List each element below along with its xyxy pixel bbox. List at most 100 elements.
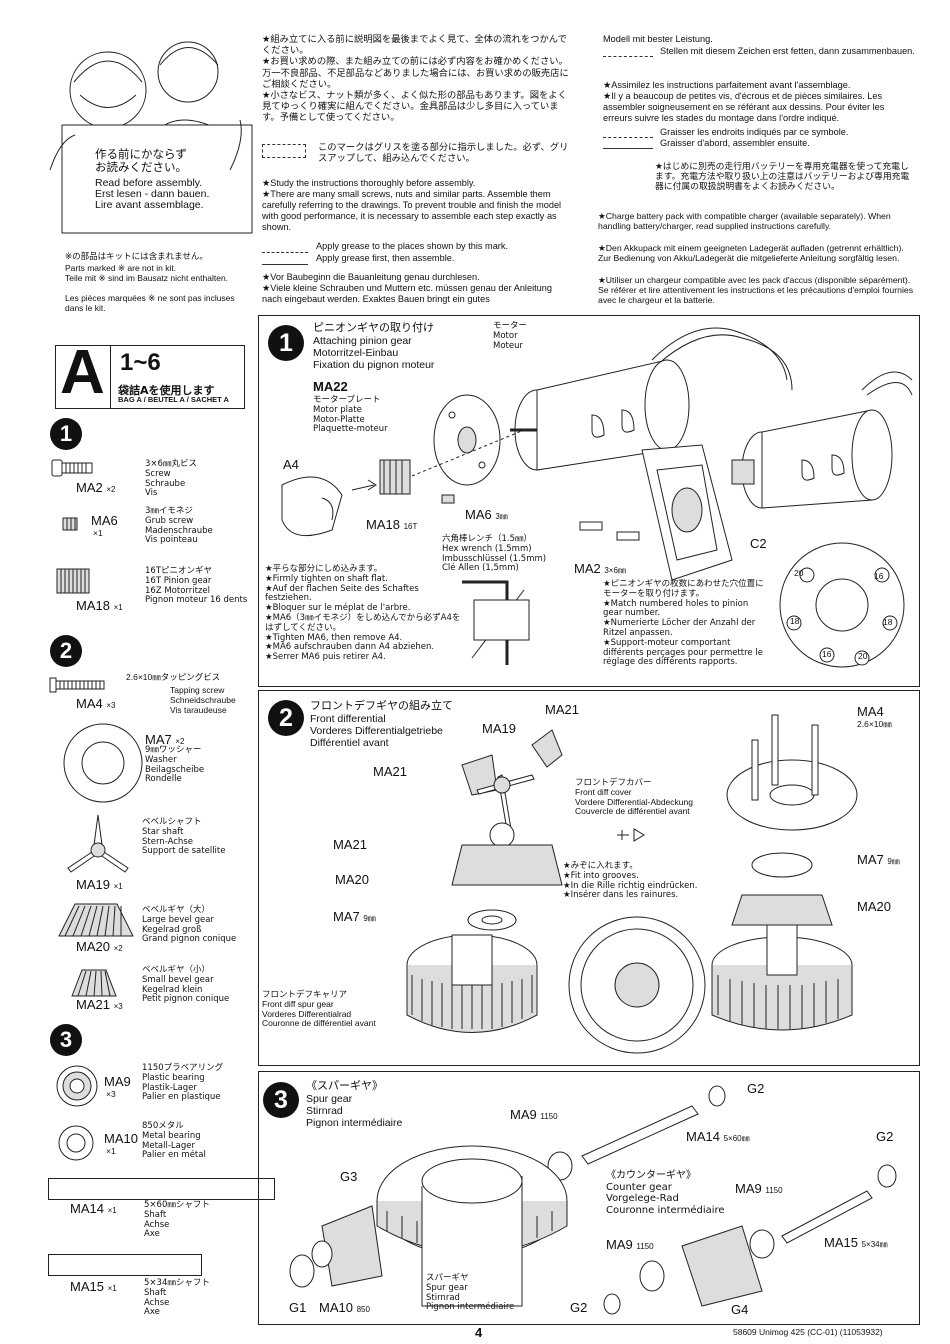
ma10-desc: 850メタル Metal bearing Metall-Lager Palier… xyxy=(142,1121,206,1161)
c2-label: C2 xyxy=(750,536,767,551)
step-3-title-jp: 《スパーギヤ》 xyxy=(306,1079,383,1092)
counter-gear-label: 《カウンターギヤ》 Counter gear Vorgelege-Rad Cou… xyxy=(606,1170,725,1216)
plastic-bearing-icon xyxy=(56,1065,98,1107)
g1-label: G1 xyxy=(289,1300,307,1315)
ma2-code: MA2 ×2 xyxy=(76,480,116,495)
ma19-code: MA19 ×1 xyxy=(76,877,123,892)
ma22-label: MA22 xyxy=(313,379,348,394)
step-2-title-en: Front differential xyxy=(310,713,386,725)
hole-label-5: 16 xyxy=(822,649,832,659)
g3-label: G3 xyxy=(340,1169,358,1184)
ma6-code: MA6 xyxy=(91,513,118,528)
tapping-screw-icon xyxy=(49,677,105,693)
small-bevel-gear-icon xyxy=(71,969,117,997)
step-3-panel xyxy=(258,1071,920,1325)
not-in-kit-en: Parts marked ※ are not in kit. xyxy=(65,263,177,273)
grease-note-en-1: Apply grease to the places shown by this… xyxy=(316,241,509,251)
step-2-title-de: Vorderes Differentialgetriebe xyxy=(310,725,443,737)
battery-note-en: ★Charge battery pack with compatible cha… xyxy=(598,211,891,231)
ma9-desc: 1150プラベアリング Plastic bearing Plastik-Lage… xyxy=(142,1063,224,1103)
ma15-desc: 5×34㎜シャフト Shaft Achse Axe xyxy=(144,1278,210,1318)
manual-reference: 58609 Unimog 425 (CC-01) (11053932) xyxy=(733,1327,883,1337)
grease-note-fr-2: Graisser d'abord, assembler ensuite. xyxy=(660,138,810,148)
step-3-badge: 3 xyxy=(263,1082,299,1118)
ma6-step1-label: MA6 3㎜ xyxy=(465,507,508,522)
bag-letter: A xyxy=(60,338,105,407)
ma20-step2-label: MA20 xyxy=(335,872,369,887)
ma6-desc: 3㎜イモネジ Grub screw Madenschraube Vis poin… xyxy=(145,506,213,546)
ma2-step1-label: MA2 3×6㎜ xyxy=(574,561,626,576)
grease-note-de: Stellen mit diesem Zeichen erst fetten, … xyxy=(660,46,915,56)
shaft-60-icon xyxy=(48,1178,275,1200)
notes-fr: ★Assimilez les instructions parfaitement… xyxy=(603,80,885,123)
g2-right-label: G2 xyxy=(876,1129,894,1144)
bag-a-box xyxy=(55,345,245,409)
ma4-desc: Tapping screw Schneidschraube Vis taraud… xyxy=(170,685,236,715)
ma6-qty: ×1 xyxy=(93,528,103,538)
step-1-badge: 1 xyxy=(268,325,304,361)
page-number: 4 xyxy=(475,1325,483,1340)
hole-label-4: 18 xyxy=(883,617,893,627)
hole-label-1: 20 xyxy=(794,568,804,578)
grease-mark-en-2 xyxy=(262,256,308,265)
step-1-illustration xyxy=(281,327,913,668)
ma21-left-label: MA21 xyxy=(373,764,407,779)
ma6-remove-a4-note: ★MA6（3㎜イモネジ）をしめ込んでから必ずA4をはずしてください。 ★Tigh… xyxy=(265,613,461,663)
step-2-badge: 2 xyxy=(268,700,304,736)
ma20-code: MA20 ×2 xyxy=(76,939,123,954)
grease-note-fr-1: Graisser les endroits indiqués par ce sy… xyxy=(660,127,849,137)
notes-en: ★Study the instructions thoroughly befor… xyxy=(262,178,562,232)
ma4-code: MA4 ×3 xyxy=(76,696,116,711)
step-2-illustration xyxy=(406,714,858,1054)
metal-bearing-icon xyxy=(58,1125,94,1161)
ma9-bottom-label: MA9 1150 xyxy=(606,1237,654,1252)
step-1-panel xyxy=(258,315,920,687)
step-2-title-fr: Différentiel avant xyxy=(310,737,389,749)
ma9-qty: ×3 xyxy=(106,1089,116,1099)
grub-screw-icon xyxy=(62,517,78,531)
step-2-title-jp: フロントデフギヤの組み立て xyxy=(310,699,453,712)
g2-bottom-label: G2 xyxy=(570,1300,588,1315)
front-diff-carrier-label: フロントデフキャリア Front diff spur gear Vorderes… xyxy=(262,989,376,1029)
step-3-illustration xyxy=(289,1085,897,1315)
step-3-title-en: Spur gear xyxy=(306,1093,353,1105)
bag-label-multi: BAG A / BEUTEL A / SACHET A xyxy=(118,395,229,404)
bag-label-jp: 袋詰Aを使用します xyxy=(118,384,215,397)
match-holes-note: ★ピニオンギヤの枚数にあわせた穴位置にモーターを取り付けます。 ★Match n… xyxy=(603,579,764,668)
not-in-kit-fr: Les pièces marquées ※ ne sont pas inclus… xyxy=(65,293,235,313)
bag-range: 1~6 xyxy=(120,349,161,376)
grease-note-en-2: Apply grease first, then assemble. xyxy=(316,253,455,263)
not-in-kit-de: Teile mit ※ sind im Bausatz nicht enthal… xyxy=(65,273,229,283)
g4-label: G4 xyxy=(731,1302,749,1317)
fit-grooves-note: ★みぞに入れます。 ★Fit into grooves. ★In die Ril… xyxy=(563,861,698,901)
screw-icon xyxy=(51,459,93,477)
notes-de: ★Vor Baubeginn die Bauanleitung genau du… xyxy=(262,272,553,304)
bag-divider xyxy=(110,345,111,408)
spur-gear-label: スパーギヤ Spur gear Stirnrad Pignon interméd… xyxy=(426,1273,515,1313)
cartoon-text-jp: 作る前にかならず お読みください。 xyxy=(95,147,187,174)
notes-jp: ★組み立てに入る前に説明図を最後までよく見て、全体の流れをつかんでください。 ★… xyxy=(262,34,569,124)
battery-note-de: ★Den Akkupack mit einem geeigneten Ladeg… xyxy=(598,243,904,263)
ma7-right-label: MA7 9㎜ xyxy=(857,852,900,867)
ma2-desc: 3×6㎜丸ビス Screw Schraube Vis xyxy=(145,459,197,499)
hole-label-3: 18 xyxy=(790,616,800,626)
step-1-title-en: Attaching pinion gear xyxy=(313,335,412,347)
ma19-desc: ベベルシャフト Star shaft Stern-Achse Support d… xyxy=(142,817,226,857)
ma21-code: MA21 ×3 xyxy=(76,997,123,1012)
ma21-desc: ベベルギヤ（小） Small bevel gear Kegelrad klein… xyxy=(142,965,230,1005)
ma14-code: MA14 ×1 xyxy=(70,1201,117,1216)
ma9-counter-label: MA9 1150 xyxy=(735,1181,783,1196)
ma10-qty: ×1 xyxy=(106,1146,116,1156)
ma4-title: 2.6×10㎜タッピングビス xyxy=(126,672,221,682)
ma7-step2-label: MA7 9㎜ xyxy=(333,909,376,924)
step-3-title-de: Stirnrad xyxy=(306,1105,343,1117)
grease-note-jp: このマークはグリスを塗る部分に指示しました。必ず、グリスアップして、組み込んでく… xyxy=(318,142,569,164)
battery-note-jp: ★はじめに別売の走行用バッテリーを専用充電器を使って充電します。充電方法や取り扱… xyxy=(655,162,910,192)
grease-mark-fr-2 xyxy=(603,140,653,149)
step-2-panel xyxy=(258,690,920,1066)
motor-plate-label: モータープレート Motor plate Motor-Platte Plaque… xyxy=(313,395,388,435)
parts-step-1-badge: 1 xyxy=(50,418,82,450)
ma21-top-label: MA21 xyxy=(545,702,579,717)
step-1-title-fr: Fixation du pignon moteur xyxy=(313,359,435,371)
tighten-flat-note: ★平らな部分にしめ込みます。 ★Firmly tighten on shaft … xyxy=(265,564,419,614)
